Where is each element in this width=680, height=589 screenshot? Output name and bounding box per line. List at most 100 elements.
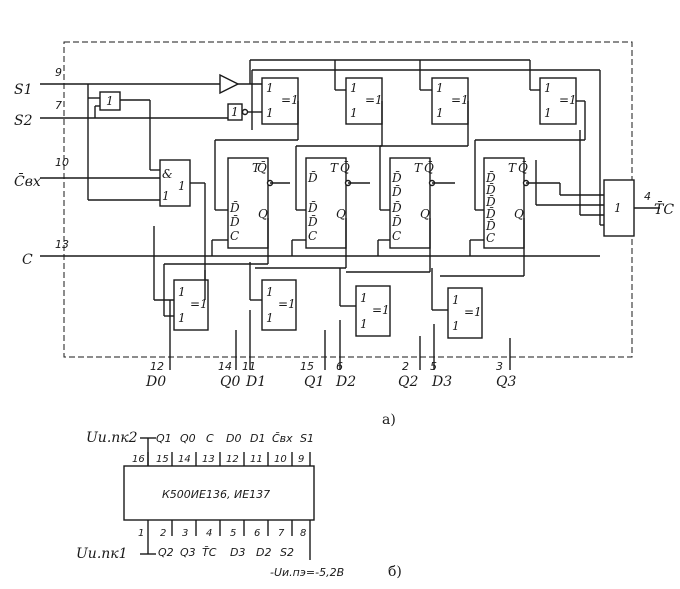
svg-text:1: 1 bbox=[452, 319, 460, 333]
svg-text:Q2: Q2 bbox=[158, 546, 174, 559]
svg-text:1: 1 bbox=[266, 311, 274, 325]
input-s1-pin: 9 bbox=[55, 66, 62, 79]
svg-text:1: 1 bbox=[544, 106, 552, 120]
svg-text:=1: =1 bbox=[464, 305, 482, 319]
pin-2: 2 bbox=[402, 360, 409, 373]
flip-flops: T Q̄ D̄ D̄ C Q T Q̄ D̄ D̄ D̄ C Q T Q̄ D̄… bbox=[227, 157, 528, 249]
svg-text:C: C bbox=[392, 229, 401, 243]
chip-package: К500ИЕ136, ИЕ137 bbox=[123, 465, 315, 521]
svg-text:1: 1 bbox=[452, 293, 460, 307]
svg-text:Q1: Q1 bbox=[156, 432, 172, 445]
caption-a: а) bbox=[382, 412, 396, 428]
chip-label: К500ИЕ136, ИЕ137 bbox=[162, 488, 270, 501]
bottom-pins bbox=[171, 520, 311, 560]
svg-text:D̄: D̄ bbox=[229, 214, 240, 229]
svg-text:D̄: D̄ bbox=[391, 184, 402, 199]
pin-14: 14 bbox=[218, 360, 232, 373]
svg-text:1: 1 bbox=[231, 105, 239, 119]
svg-text:1: 1 bbox=[350, 106, 358, 120]
svg-text:=1: =1 bbox=[281, 93, 299, 107]
svg-text:Q̄: Q̄ bbox=[257, 160, 267, 175]
svg-text:1: 1 bbox=[266, 81, 274, 95]
svg-text:T: T bbox=[508, 161, 517, 175]
svg-text:1: 1 bbox=[360, 317, 368, 331]
pin-12: 12 bbox=[150, 360, 164, 373]
svg-text:1: 1 bbox=[266, 106, 274, 120]
svg-text:13: 13 bbox=[202, 454, 215, 465]
pin-11: 11 bbox=[242, 360, 256, 373]
svg-text:1: 1 bbox=[544, 81, 552, 95]
svg-text:1: 1 bbox=[614, 201, 622, 215]
vee-label: -Uи.пэ=-5,2В bbox=[270, 566, 344, 579]
output-tc-label: T̄C bbox=[654, 200, 674, 218]
svg-text:11: 11 bbox=[250, 454, 263, 465]
svg-text:T: T bbox=[414, 161, 423, 175]
svg-text:16: 16 bbox=[132, 454, 145, 465]
svg-text:1: 1 bbox=[178, 179, 186, 193]
svg-text:D0: D0 bbox=[226, 432, 241, 445]
svg-text:=1: =1 bbox=[278, 297, 296, 311]
supply-bottom-label: Uи.пк1 bbox=[76, 546, 128, 562]
input-c-pin: 13 bbox=[55, 238, 69, 251]
svg-text:14: 14 bbox=[178, 454, 191, 465]
bottom-pin-leads bbox=[169, 300, 511, 370]
svg-text:D2: D2 bbox=[256, 546, 271, 559]
pin-3: 3 bbox=[496, 360, 503, 373]
output-tc-pin: 4 bbox=[644, 190, 651, 203]
input-s2-pin: 7 bbox=[55, 99, 62, 112]
pin-q1: Q1 bbox=[304, 374, 324, 390]
svg-text:1: 1 bbox=[162, 189, 170, 203]
svg-text:10: 10 bbox=[274, 454, 287, 465]
svg-text:&: & bbox=[162, 167, 173, 181]
pin-d0: D0 bbox=[145, 374, 166, 390]
svg-text:1: 1 bbox=[266, 285, 274, 299]
input-s1-label: S1 bbox=[14, 82, 33, 98]
pin-d3: D3 bbox=[431, 374, 452, 390]
svg-text:Q̄: Q̄ bbox=[518, 160, 528, 175]
xor-row-top: 1 =1 1 1 =1 1 1 =1 1 1 =1 1 bbox=[261, 77, 577, 125]
svg-text:D̄: D̄ bbox=[229, 200, 240, 215]
svg-text:D̄: D̄ bbox=[307, 200, 318, 215]
pin-d1: D1 bbox=[245, 374, 266, 390]
svg-text:1: 1 bbox=[178, 311, 186, 325]
svg-text:D̄: D̄ bbox=[391, 214, 402, 229]
or-gate-s bbox=[99, 91, 121, 111]
caption-b: б) bbox=[388, 564, 402, 580]
or-gate-s-label: 1 bbox=[106, 94, 114, 108]
pin-q2: Q2 bbox=[398, 374, 418, 390]
svg-text:C: C bbox=[486, 231, 495, 245]
svg-text:Q̄: Q̄ bbox=[340, 160, 350, 175]
svg-text:Q: Q bbox=[336, 207, 346, 221]
svg-text:D̄: D̄ bbox=[485, 170, 496, 185]
svg-text:=1: =1 bbox=[190, 297, 208, 311]
svg-text:1: 1 bbox=[138, 528, 144, 539]
svg-text:7: 7 bbox=[278, 528, 285, 539]
svg-text:D̄: D̄ bbox=[485, 194, 496, 209]
svg-text:D̄: D̄ bbox=[485, 182, 496, 197]
svg-text:D̄: D̄ bbox=[307, 170, 318, 185]
pin-q3: Q3 bbox=[496, 374, 516, 390]
svg-text:3: 3 bbox=[182, 528, 188, 539]
svg-text:Q: Q bbox=[420, 207, 430, 221]
svg-text:6: 6 bbox=[254, 528, 260, 539]
svg-text:9: 9 bbox=[298, 454, 304, 465]
or-gate-output bbox=[603, 179, 635, 237]
svg-text:D̄: D̄ bbox=[391, 170, 402, 185]
svg-text:=1: =1 bbox=[451, 93, 469, 107]
svg-text:C: C bbox=[230, 229, 239, 243]
svg-text:Q: Q bbox=[514, 207, 524, 221]
svg-text:S2: S2 bbox=[280, 546, 294, 559]
svg-text:=1: =1 bbox=[365, 93, 383, 107]
input-s2-label: S2 bbox=[14, 113, 33, 129]
svg-text:1: 1 bbox=[436, 81, 444, 95]
svg-text:1: 1 bbox=[178, 285, 186, 299]
svg-text:2: 2 bbox=[160, 528, 166, 539]
input-c-label: C bbox=[22, 252, 33, 268]
svg-text:4: 4 bbox=[206, 528, 212, 539]
svg-text:T: T bbox=[252, 161, 261, 175]
svg-text:C̄вх: C̄вх bbox=[272, 432, 293, 445]
svg-text:=1: =1 bbox=[372, 303, 390, 317]
svg-text:S1: S1 bbox=[300, 432, 314, 445]
svg-text:Q0: Q0 bbox=[180, 432, 196, 445]
